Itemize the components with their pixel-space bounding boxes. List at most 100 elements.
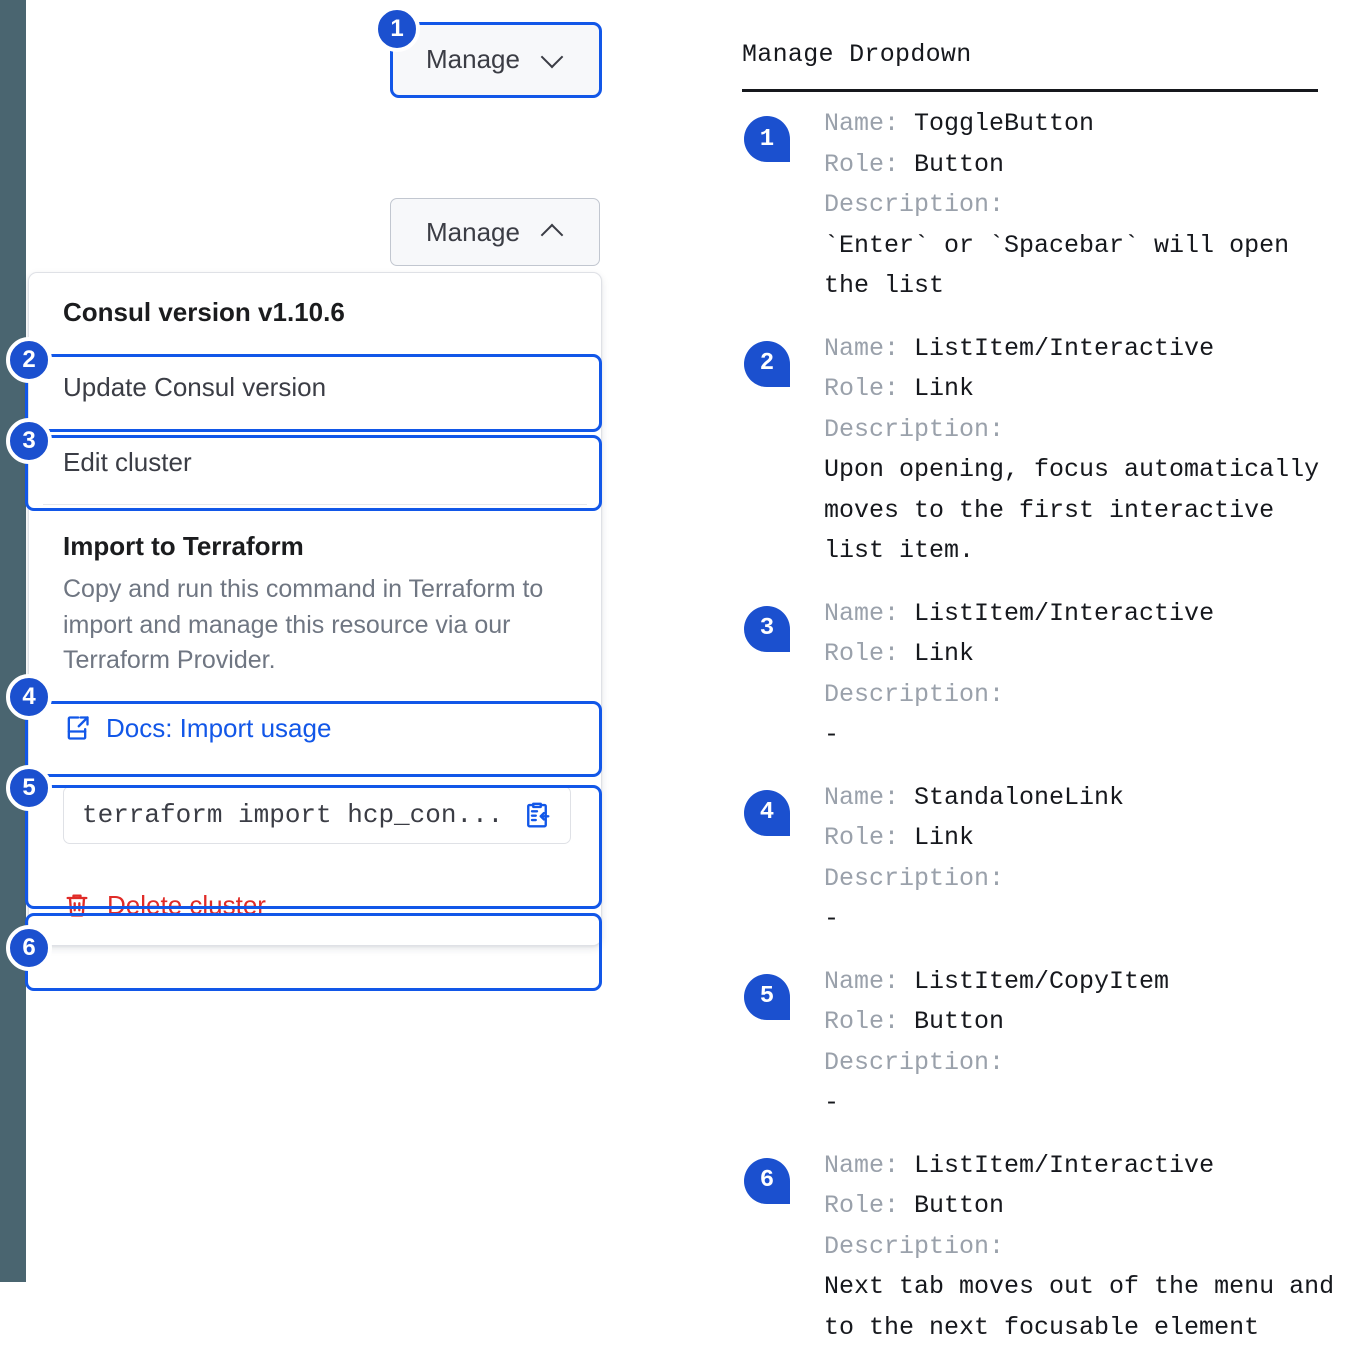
legend-description-value: Upon opening, focus automatically moves … (824, 455, 1320, 565)
legend-field-label: Name: (824, 109, 900, 138)
legend-field-label: Name: (824, 782, 900, 812)
legend-field-label: Description: (824, 863, 1005, 893)
legend-field-label: Role: (824, 149, 900, 179)
legend-description-value: - (824, 904, 840, 933)
delete-cluster-label: Delete cluster (107, 889, 266, 920)
legend-name-row: Name: StandaloneLink (824, 778, 1342, 819)
copy-command-box[interactable]: terraform import hcp_con... (63, 785, 571, 844)
menu-item-delete-cluster[interactable]: Delete cluster (29, 868, 601, 945)
menu-divider (43, 504, 587, 505)
legend-field-label: Role: (824, 639, 900, 668)
legend-field-value: ToggleButton (899, 109, 1095, 138)
section-title-import-to-terraform: Import to Terraform (63, 531, 304, 561)
legend-field-value: Link (899, 823, 975, 852)
legend-field-label: Description: (824, 1047, 1005, 1077)
chevron-down-icon (542, 48, 564, 70)
legend-name-row: Name: ListItem/Interactive (824, 594, 1342, 635)
section-body-import-description: Copy and run this command in Terraform t… (63, 575, 544, 674)
manage-button-closed[interactable]: Manage (390, 22, 600, 96)
badge-marker-3: 3 (6, 418, 52, 464)
legend-name-row: Name: ToggleButton (824, 104, 1342, 145)
legend-field-value: Button (899, 1007, 1005, 1036)
docs-external-icon (63, 714, 91, 742)
legend-field-label: Role: (824, 823, 900, 852)
legend-role-row: Role: Link (824, 818, 1342, 859)
legend-field-label: Description: (824, 414, 1005, 444)
legend-field-label: Description: (824, 679, 1005, 709)
legend-name-row: Name: ListItem/Interactive (824, 329, 1342, 370)
legend-field-value: StandaloneLink (899, 782, 1125, 812)
legend-description-row: Description: (824, 410, 1342, 451)
menu-item-update-consul-version[interactable]: Update Consul version (63, 372, 327, 402)
left-rail (0, 0, 26, 1282)
legend-description-row: Description: (824, 1227, 1342, 1268)
legend-field-value: Button (899, 1191, 1005, 1220)
legend-badge-marker: 3 (744, 605, 790, 652)
manage-button-open[interactable]: Manage (390, 198, 600, 266)
clipboard-copy-icon[interactable] (522, 800, 552, 830)
legend-description-row: Description: (824, 859, 1342, 900)
dropdown-header-consul-version: Consul version v1.10.6 (63, 297, 345, 327)
manage-button-label: Manage (426, 43, 520, 74)
badge-marker-4: 4 (6, 674, 52, 720)
legend-role-row: Role: Button (824, 1186, 1342, 1227)
legend-field-label: Description: (824, 1231, 1005, 1261)
terraform-import-command: terraform import hcp_con... (82, 799, 504, 830)
legend-description-value: - (824, 1088, 840, 1117)
legend-field-label: Description: (824, 190, 1005, 219)
legend-field-value: ListItem/Interactive (899, 333, 1215, 363)
legend-field-label: Role: (824, 374, 900, 403)
menu-item-edit-cluster[interactable]: Edit cluster (63, 447, 192, 477)
legend-field-label: Name: (824, 1150, 900, 1180)
legend-field-label: Role: (824, 1191, 900, 1220)
legend-badge-marker: 1 (744, 116, 790, 162)
copy-command-wrapper: terraform import hcp_con... (29, 764, 601, 868)
badge-marker-6: 6 (6, 925, 52, 971)
legend-badge-marker: 6 (744, 1157, 790, 1204)
legend-field-label: Name: (824, 966, 900, 996)
legend-field-value: ListItem/CopyItem (899, 966, 1170, 996)
legend-badge-marker: 5 (744, 973, 790, 1020)
chevron-up-icon (542, 221, 564, 243)
legend-field-label: Name: (824, 598, 900, 628)
docs-import-usage-label: Docs: Import usage (106, 712, 332, 743)
legend-role-row: Role: Button (824, 145, 1342, 186)
legend-field-value: ListItem/Interactive (899, 598, 1215, 628)
legend-name-row: Name: ListItem/CopyItem (824, 962, 1342, 1003)
badge-marker-5: 5 (6, 765, 52, 811)
legend-description-value: `Enter` or `Spacebar` will open the list (824, 230, 1290, 301)
legend-field-value: Link (899, 374, 975, 403)
legend-field-value: ListItem/Interactive (899, 1150, 1215, 1180)
trash-icon (63, 891, 91, 919)
badge-marker-1: 1 (374, 6, 420, 52)
legend-description-row: Description: (824, 185, 1342, 226)
legend-title: Manage Dropdown (742, 40, 972, 69)
legend-role-row: Role: Link (824, 369, 1342, 410)
legend-description-value: - (824, 720, 840, 749)
legend-role-row: Role: Button (824, 1002, 1342, 1043)
legend-description-row: Description: (824, 675, 1342, 716)
legend-badge-marker: 4 (744, 789, 790, 836)
legend-role-row: Role: Link (824, 634, 1342, 675)
menu-item-docs-import-usage[interactable]: Docs: Import usage (29, 693, 601, 764)
legend-field-value: Link (899, 639, 975, 668)
legend-divider (742, 89, 1318, 92)
legend-badge-marker: 2 (744, 340, 790, 387)
manage-dropdown-menu: Consul version v1.10.6 Update Consul ver… (28, 272, 602, 946)
legend-description-row: Description: (824, 1043, 1342, 1084)
legend-description-value: Next tab moves out of the menu and to th… (824, 1272, 1335, 1342)
legend-field-value: Button (899, 149, 1005, 179)
badge-marker-2: 2 (6, 337, 52, 383)
legend-field-label: Name: (824, 333, 900, 363)
manage-button-open-label: Manage (426, 216, 520, 247)
legend-name-row: Name: ListItem/Interactive (824, 1146, 1342, 1187)
dropdown-demo-area: Manage Manage Consul version v1.10.6 Upd… (0, 0, 680, 1282)
